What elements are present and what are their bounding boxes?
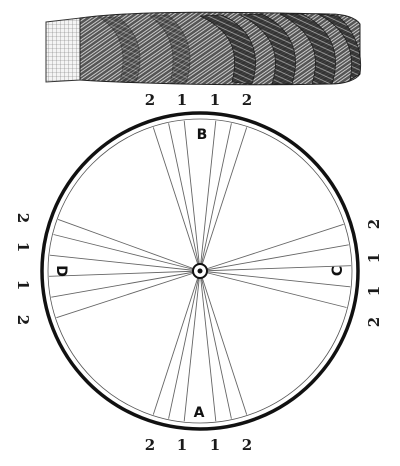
rope-cut-face (45, 17, 81, 83)
wheel-spoke (199, 127, 248, 272)
wheel-spoke (57, 218, 201, 272)
wheel-spoke (152, 270, 201, 415)
rope-strands (98, 13, 362, 85)
wheel-spoke (183, 120, 201, 272)
right-scale-label: 1 (365, 253, 383, 263)
top-scale-label: 2 (242, 91, 252, 109)
wheel-spoke (199, 270, 347, 308)
wheel-spoke (168, 270, 201, 419)
rope-illustration (45, 11, 362, 86)
bottom-scale-label: 1 (177, 436, 187, 454)
wheel-spoke (51, 270, 201, 298)
point-label-top: B (197, 127, 208, 143)
wheel-rim-outer (40, 111, 360, 431)
point-label-left: D (53, 265, 69, 277)
top-scale-label: 1 (177, 91, 187, 109)
wheel-spoke (199, 223, 344, 272)
wheel-spoke (199, 265, 351, 272)
bottom-scale-label: 1 (210, 436, 220, 454)
wheel-spoke (199, 270, 248, 415)
wheel-spoke (199, 270, 351, 288)
wheel-rim-inner (47, 118, 353, 424)
left-scale-label: 2 (14, 213, 32, 223)
right-scale-label: 2 (365, 317, 383, 327)
wheel-spokes (49, 120, 351, 422)
point-label-bottom: A (194, 405, 205, 421)
wheel-letters: B A D C (53, 127, 346, 421)
wheel-spoke (49, 270, 201, 277)
right-scale: 2 1 1 2 (365, 219, 383, 327)
wheel (40, 111, 360, 431)
wheel-spoke (183, 270, 201, 422)
left-scale: 2 1 1 2 (14, 213, 32, 325)
wheel-spoke (56, 270, 201, 319)
right-scale-label: 2 (365, 219, 383, 229)
wheel-spoke (168, 123, 201, 272)
top-scale-label: 1 (210, 91, 220, 109)
wheel-spoke (199, 123, 232, 272)
wheel-axle (197, 268, 203, 274)
left-scale-label: 1 (14, 280, 32, 290)
top-scale: 2 1 1 2 (145, 91, 252, 109)
bottom-scale: 2 1 1 2 (145, 436, 252, 454)
wheel-spoke (152, 127, 201, 272)
wheel-spoke (53, 234, 201, 272)
wheel-spoke (199, 120, 217, 272)
wheel-spoke (199, 270, 232, 419)
wheel-spoke (49, 254, 201, 272)
wheel-spoke (199, 270, 217, 422)
point-label-right: C (330, 266, 346, 276)
bottom-scale-label: 2 (242, 436, 252, 454)
wheel-spoke (199, 244, 349, 272)
left-scale-label: 1 (14, 242, 32, 252)
top-scale-label: 2 (145, 91, 155, 109)
bottom-scale-label: 2 (145, 436, 155, 454)
left-scale-label: 2 (14, 315, 32, 325)
right-scale-label: 1 (365, 286, 383, 296)
